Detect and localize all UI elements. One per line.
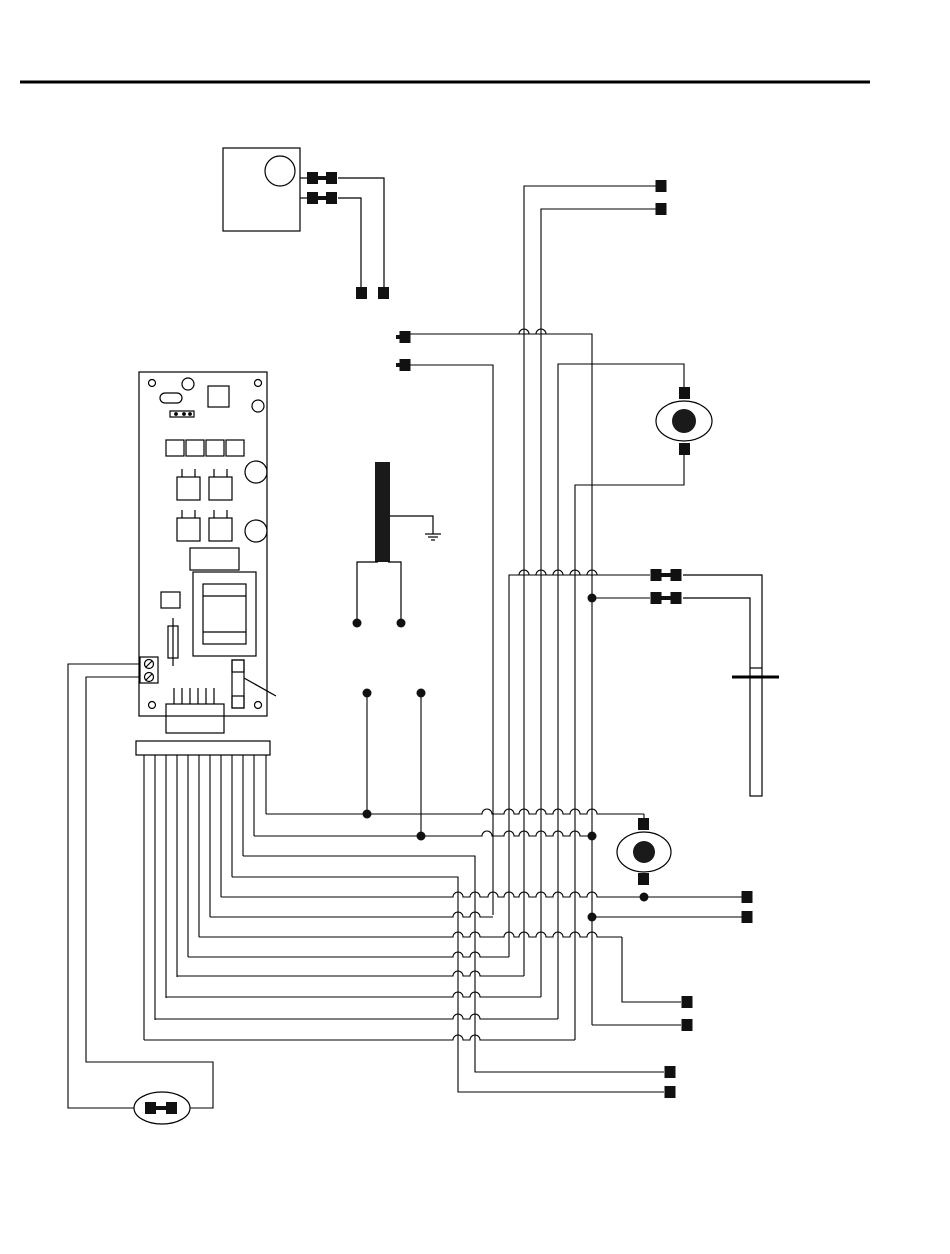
motor-box-connectors (307, 172, 389, 299)
terminal-connector (742, 911, 753, 923)
terminal-connector (665, 1086, 676, 1098)
wire (509, 575, 650, 957)
motor-icon (617, 818, 671, 885)
wire (410, 329, 592, 334)
wire (166, 992, 541, 997)
junction-dot (397, 619, 406, 628)
junction-dot (588, 913, 597, 922)
terminal-connector (651, 592, 662, 604)
terminal-connector (742, 891, 753, 903)
terminal-connector (651, 569, 662, 581)
junction-dots (353, 594, 649, 922)
terminal-connector (656, 203, 667, 215)
terminal-link (661, 573, 671, 577)
junction-dot (363, 810, 372, 819)
junction-dot (640, 893, 649, 902)
terminal-connector (682, 1019, 693, 1031)
wire (575, 455, 684, 1040)
terminal-link (661, 596, 671, 600)
ground-symbol-icon (357, 462, 441, 623)
motor-box-icon (223, 148, 300, 231)
wire (210, 912, 493, 917)
wire (177, 971, 524, 976)
terminal-connector (682, 996, 693, 1008)
junction-dot (588, 832, 597, 841)
probe-icon (683, 575, 779, 796)
wire (558, 364, 684, 1019)
wiring-network (68, 186, 742, 1108)
wire (410, 334, 592, 1025)
wire (68, 664, 140, 1108)
inline-connector-icon (134, 1092, 190, 1124)
junction-dot (417, 689, 426, 698)
wire (155, 1014, 558, 1019)
wire-harness-icon (136, 741, 270, 755)
wire (509, 570, 650, 575)
terminal-connector (665, 1066, 676, 1078)
terminal-connectors (396, 180, 753, 1098)
wire (221, 892, 742, 897)
terminal-connector (400, 331, 411, 343)
terminal-connector (671, 592, 682, 604)
terminal-connector (400, 359, 411, 371)
terminal-connector (671, 569, 682, 581)
control-board (139, 372, 276, 733)
junction-dot (363, 689, 372, 698)
junction-dot (417, 832, 426, 841)
terminal-connector (656, 180, 667, 192)
junction-dot (588, 594, 597, 603)
motor-icon (656, 387, 712, 455)
wire (188, 952, 509, 957)
wire (266, 809, 644, 814)
junction-dot (353, 619, 362, 628)
wire (622, 937, 681, 1002)
terminal-nub (396, 363, 400, 367)
wire (144, 1035, 575, 1040)
terminal-nub (396, 335, 400, 339)
wire (232, 877, 664, 1092)
